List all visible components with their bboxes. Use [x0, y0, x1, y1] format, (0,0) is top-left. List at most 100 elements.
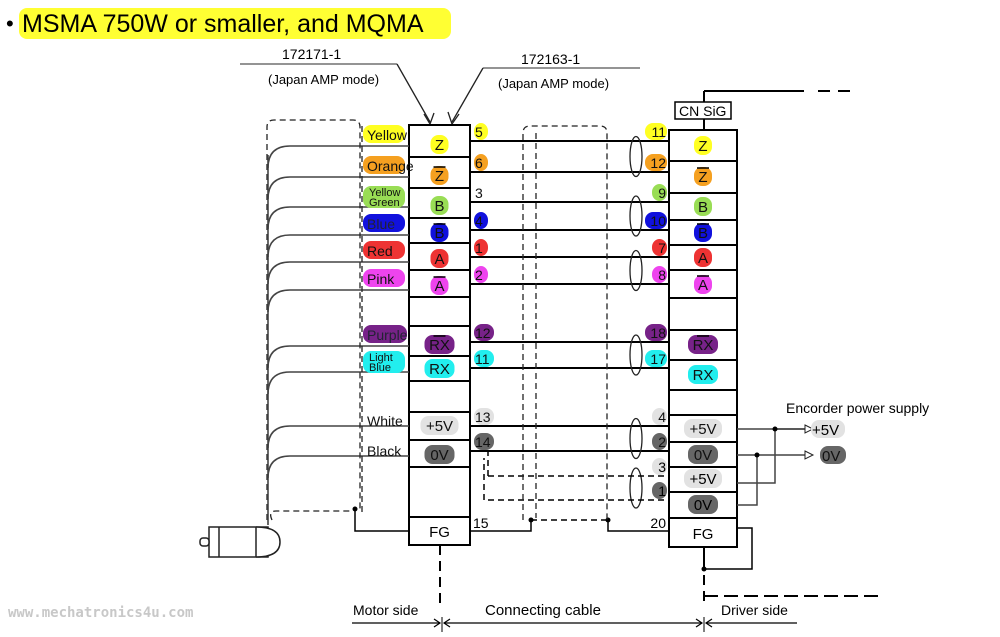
driver-signal-label: 0V [694, 497, 712, 514]
driver-fg-label: FG [693, 526, 714, 543]
driver-pin-number: 12 [650, 155, 666, 171]
driver-pin-badge [652, 239, 667, 256]
motor-pin-badge [474, 154, 488, 171]
motor-signal-badge [430, 276, 449, 295]
driver-pin-number: 1 [658, 483, 666, 499]
driver-signal-badge [688, 495, 718, 514]
psu-zero-label: 0V [822, 448, 840, 465]
fg-cable-wire [470, 520, 532, 532]
psu-plus-wire [737, 428, 776, 484]
motor-signal-label: RX [429, 361, 450, 378]
driver-signal-label: +5V [689, 471, 716, 488]
motor-plug-note: (Japan AMP mode) [268, 72, 379, 87]
title-bullet: • [6, 11, 14, 36]
wire-color-label: Yellow [367, 127, 408, 143]
twisted-pair-icon [629, 249, 643, 292]
driver-signal-badge [688, 365, 718, 384]
motor-signal-badge [420, 416, 459, 435]
driver-signal-badge [694, 223, 712, 242]
twisted-pair-icon [629, 467, 643, 509]
wire-color-label: White [367, 413, 403, 429]
driver-signal-badge [694, 248, 712, 267]
driver-signal-label: Z [698, 169, 707, 186]
motor-pin-number: 3 [475, 185, 483, 201]
motor-signal-label: A [434, 278, 444, 295]
wire-color-label: Blue [367, 216, 395, 232]
driver-pin-badge [645, 123, 667, 140]
driver-pin-badge [652, 184, 667, 201]
motor-side-label: Motor side [353, 602, 419, 618]
motor-signal-label: 0V [430, 447, 448, 464]
motor-signal-badge [424, 335, 455, 354]
twisted-pair-icon [629, 334, 643, 376]
wire-color-badge [363, 125, 405, 143]
junction-dot [352, 506, 358, 512]
page-title: MSMA 750W or smaller, and MQMA [22, 10, 424, 38]
arrow-right-icon [695, 618, 704, 628]
driver-signal-badge [688, 335, 718, 354]
driver-pin-number: 10 [650, 213, 666, 229]
driver-pin-badge [652, 433, 667, 450]
driver-pin-number: 9 [658, 185, 666, 201]
cable-plug-note: (Japan AMP mode) [498, 76, 609, 91]
driver-pin-number: 11 [651, 124, 666, 140]
cable-plug-leader-diag [451, 67, 484, 123]
driver-pin-number: 17 [650, 351, 666, 367]
driver-pin-badge [645, 154, 667, 171]
driver-signal-badge [684, 469, 722, 488]
motor-signal-badge [424, 359, 455, 378]
wire-color-badge [363, 351, 405, 373]
driver-pin-number: 3 [658, 459, 666, 475]
motor-pin-badge [474, 123, 488, 140]
wire-color-label: Pink [367, 271, 395, 287]
driver-signal-badge [684, 419, 722, 438]
arrow-left-icon [704, 618, 713, 628]
arrow-zero-icon [804, 450, 815, 460]
junction-dot [528, 517, 534, 523]
motor-fg-pin: 15 [473, 515, 489, 531]
motor-fg-label: FG [429, 524, 450, 541]
driver-signal-badge [694, 197, 712, 216]
wire-color-label: Black [367, 443, 402, 459]
motor-shield-dashed [266, 119, 361, 520]
motor-pin-badge [474, 239, 488, 256]
driver-pin-number: 7 [658, 240, 666, 256]
cable-plug-part: 172163-1 [521, 51, 580, 67]
motor-endcap-icon [255, 526, 281, 558]
motor-signal-label: +5V [426, 418, 453, 435]
driver-signal-label: RX [693, 367, 714, 384]
driver-signal-label: 0V [694, 447, 712, 464]
driver-pin-number: 4 [658, 409, 666, 425]
motor-pin-number: 1 [475, 240, 483, 256]
wire-color-badge [363, 241, 405, 259]
watermark: www.mechatronics4u.com [8, 605, 193, 621]
driver-signal-badge [694, 136, 712, 155]
junction-dot [772, 426, 778, 432]
driver-fg-loop [704, 527, 753, 570]
motor-signal-label: A [434, 251, 444, 268]
wire-color-label: Red [367, 243, 393, 259]
motor-pin-badge [474, 408, 494, 425]
motor-lead-wire [267, 289, 409, 313]
cable-shield-dashed [522, 125, 608, 520]
cable-side-label: Connecting cable [485, 602, 601, 619]
motor-pin-number: 11 [475, 351, 490, 367]
wire-color-label: Light [369, 352, 393, 364]
motor-pin-number: 5 [475, 124, 483, 140]
motor-signal-badge [430, 135, 449, 154]
wire-color-badge [363, 325, 407, 343]
motor-pin-badge [474, 324, 494, 341]
motor-plug-leader-diag [396, 63, 431, 123]
motor-pin-badge [474, 350, 494, 367]
motor-pin-number: 13 [475, 409, 491, 425]
driver-side-label: Driver side [721, 602, 788, 618]
motor-signal-badge [430, 196, 449, 215]
motor-pin-number: 4 [475, 213, 483, 229]
psu-plus-badge [811, 420, 845, 438]
wire-color-badge [363, 156, 405, 174]
psu-plus-label: +5V [812, 422, 839, 439]
wire-color-label: Orange [367, 158, 414, 174]
fg-cable-wire [607, 520, 669, 532]
driver-pin-badge [652, 482, 667, 499]
motor-fg-wire [354, 509, 409, 532]
